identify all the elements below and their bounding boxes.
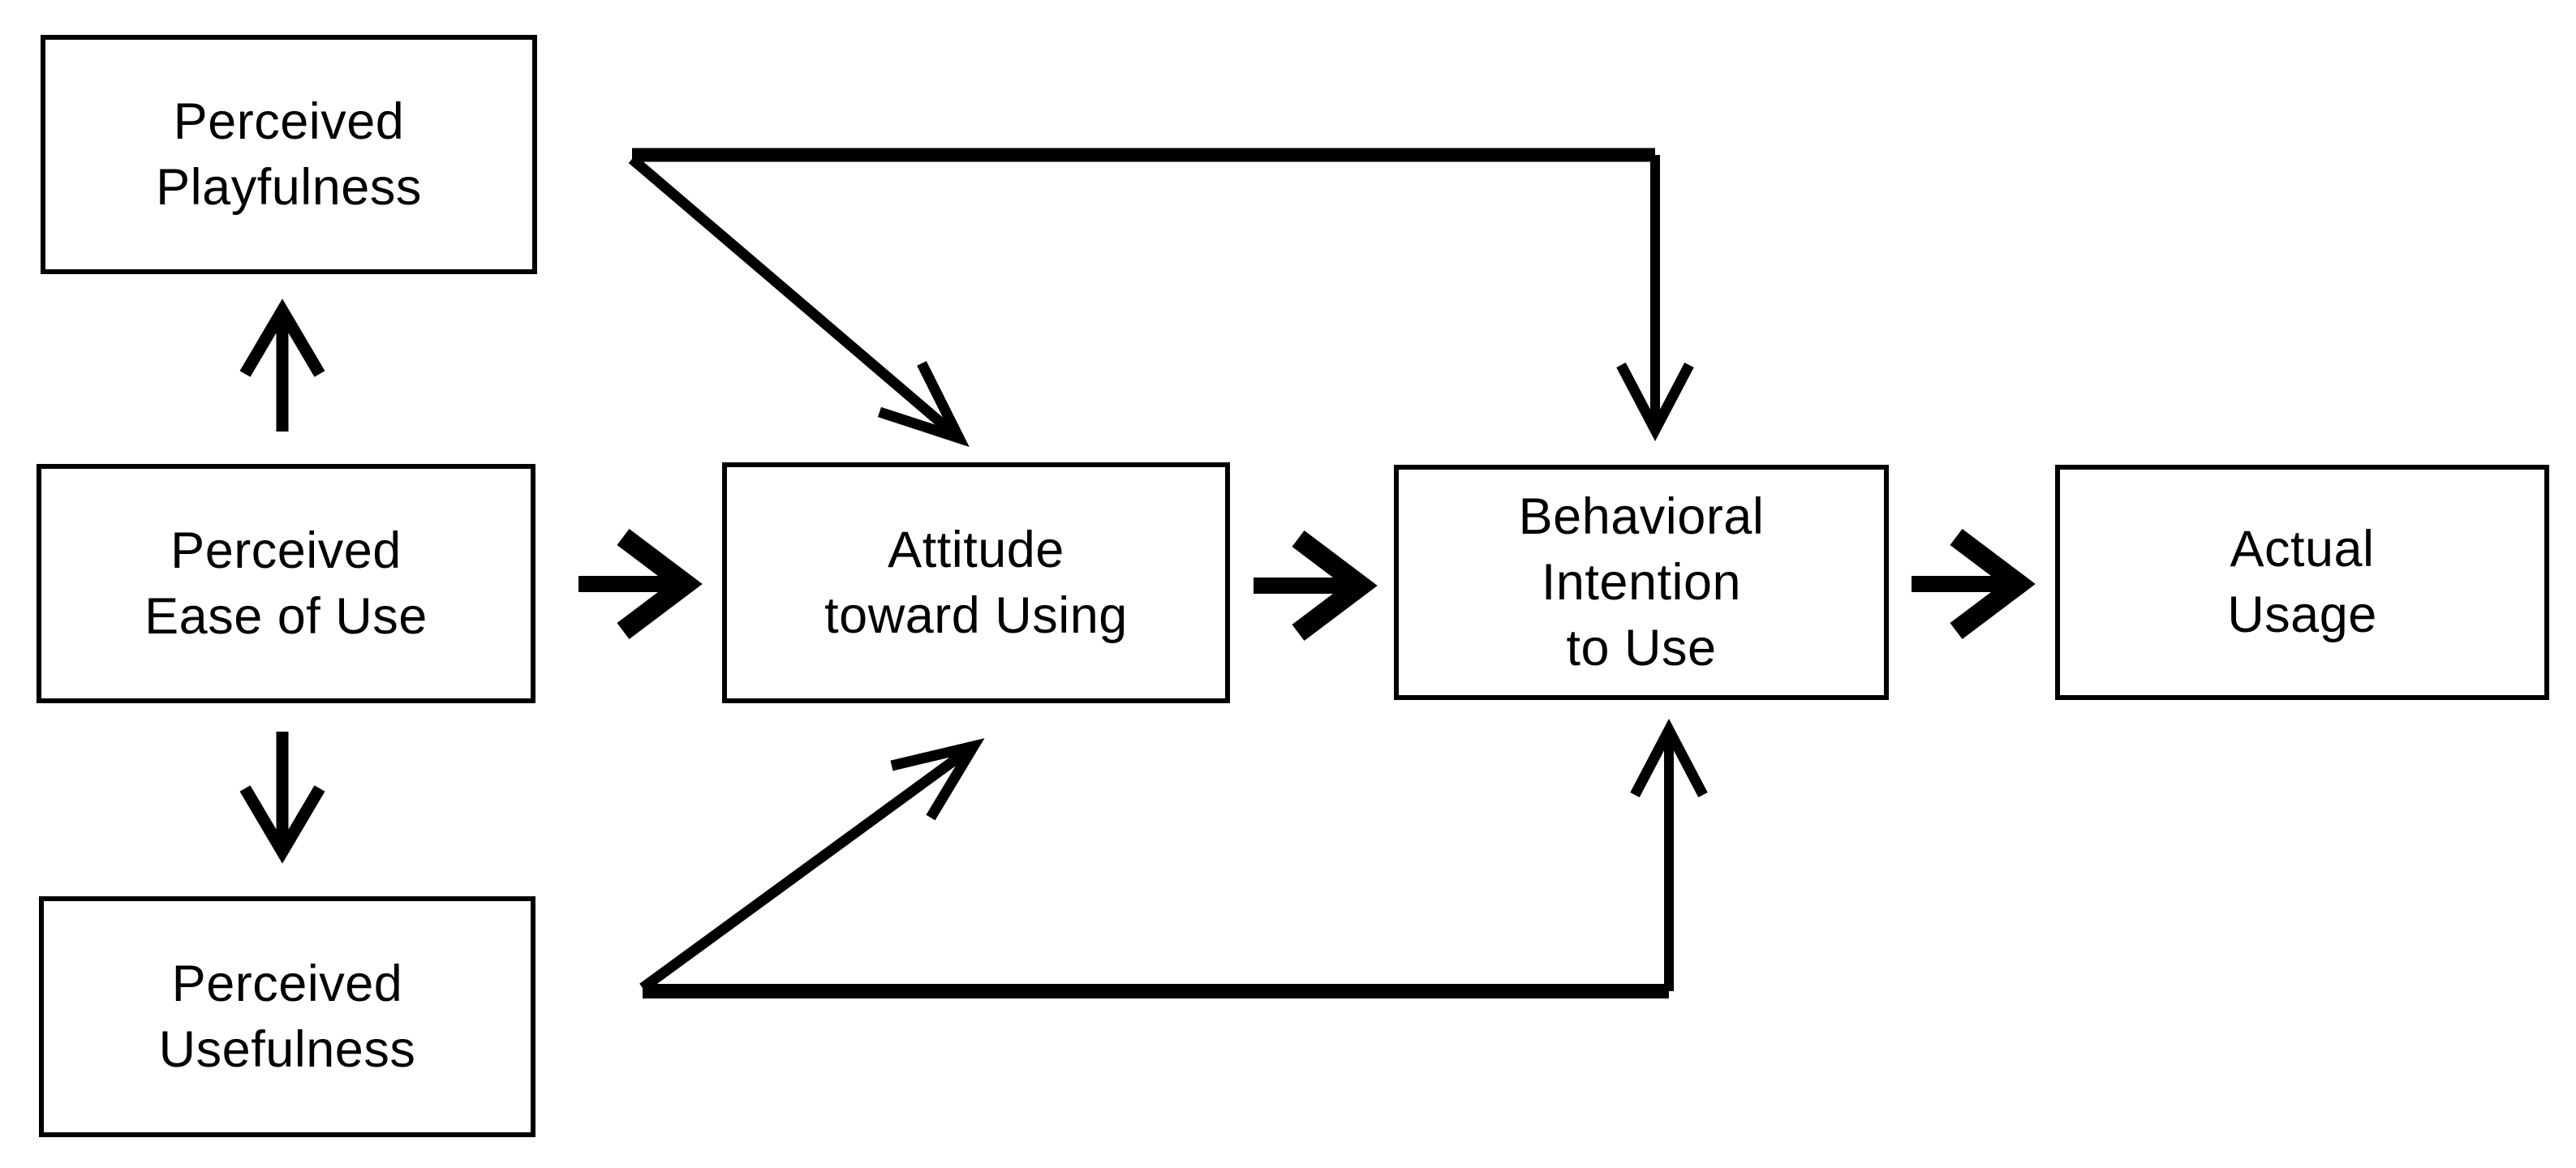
node-perceived-playfulness: Perceived Playfulness: [41, 35, 537, 274]
node-label: Perceived Usefulness: [158, 955, 416, 1078]
edge-usefulness-to-attitude: [639, 738, 985, 993]
node-label: Perceived Ease of Use: [144, 522, 428, 645]
node-perceived-ease-of-use: Perceived Ease of Use: [37, 464, 535, 703]
edge-attitude-to-intention: [1254, 530, 1378, 641]
node-label: Attitude toward Using: [824, 521, 1128, 644]
node-perceived-usefulness: Perceived Usefulness: [39, 896, 535, 1137]
edge-intention-to-usage: [1912, 529, 2036, 639]
node-actual-usage: Actual Usage: [2055, 465, 2549, 700]
edge-ease-to-playfulness: [239, 298, 325, 432]
node-behavioral-intention-to-use: Behavioral Intention to Use: [1394, 465, 1889, 700]
edge-playfulness-to-intention: [632, 148, 1694, 441]
edge-playfulness-to-attitude: [628, 155, 970, 448]
node-attitude-toward-using: Attitude toward Using: [722, 462, 1230, 703]
node-label: Actual Usage: [2227, 521, 2377, 643]
edge-usefulness-to-intention: [643, 719, 1708, 998]
edge-ease-to-usefulness: [239, 732, 325, 864]
node-label: Behavioral Intention to Use: [1518, 487, 1765, 676]
node-label: Perceived Playfulness: [156, 92, 422, 216]
edge-ease-to-attitude: [578, 529, 703, 639]
